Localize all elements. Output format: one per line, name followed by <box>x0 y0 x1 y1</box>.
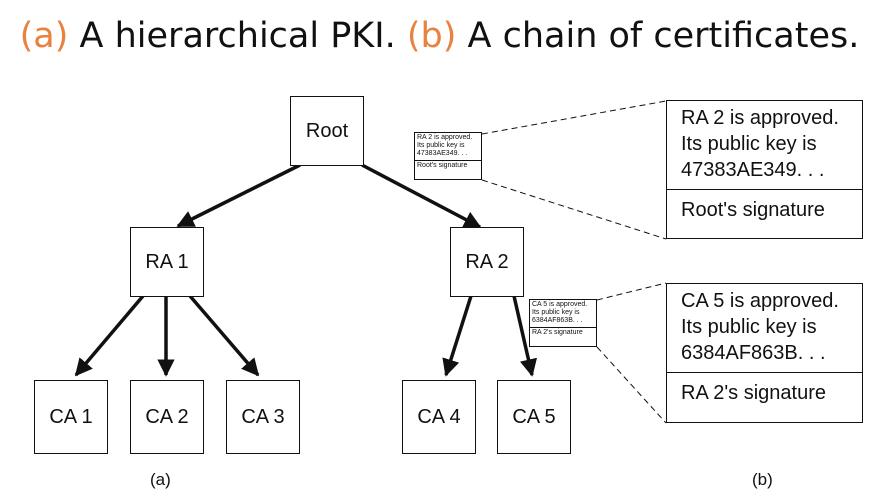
node-ra1: RA 1 <box>130 227 204 297</box>
edge-ra2-ca4 <box>442 295 473 377</box>
cert-signature: Root's signature <box>681 199 825 221</box>
node-ca2: CA 2 <box>130 380 204 454</box>
cert-line: Its public key is <box>681 316 817 338</box>
title-text-b: A chain of certificates. <box>467 16 860 56</box>
cert-line: 47383AE349. . . <box>681 159 825 181</box>
cert-signature: RA 2's signature <box>681 382 827 404</box>
edge-root-ra1 <box>176 163 301 228</box>
zoom-line-2-bottom <box>596 346 667 424</box>
certificate-ra2: CA 5 is approved. Its public key is 6384… <box>666 283 863 423</box>
certificate-root: RA 2 is approved. Its public key is 4738… <box>666 100 863 239</box>
edge-ra2-ca5 <box>512 295 538 377</box>
small-cert-line: RA 2 is approved. <box>417 134 473 141</box>
node-root: Root <box>290 96 364 166</box>
node-ca5: CA 5 <box>497 380 571 454</box>
edge-ra1-ca1 <box>74 294 145 377</box>
zoom-line-1-top <box>481 100 667 135</box>
node-ca4: CA 4 <box>402 380 476 454</box>
small-certificate-ra2: CA 5 is approved. Its public key is 6384… <box>529 299 597 347</box>
small-cert-line: 6384AF863B. . . <box>532 317 583 324</box>
cert-line: Its public key is <box>681 133 817 155</box>
node-ca1: CA 1 <box>34 380 108 454</box>
caption-a: (a) <box>150 470 171 489</box>
slide-title: (a) A hierarchical PKI. (b) A chain of c… <box>0 16 879 56</box>
zoom-line-2-top <box>596 282 667 301</box>
caption-b: (b) <box>752 470 773 489</box>
edge-root-ra2 <box>361 163 482 229</box>
small-cert-signature: RA 2's signature <box>532 329 583 336</box>
node-ca3: CA 3 <box>226 380 300 454</box>
title-tag-a: (a) <box>19 16 69 56</box>
cert-line: 6384AF863B. . . <box>681 342 826 364</box>
small-cert-line: 47383AE349. . . <box>417 150 468 157</box>
node-ra2: RA 2 <box>450 227 524 297</box>
zoom-line-1-bottom <box>481 179 667 240</box>
small-certificate-root: RA 2 is approved. Its public key is 4738… <box>414 132 482 180</box>
cert-line: RA 2 is approved. <box>681 107 839 129</box>
small-cert-line: Its public key is <box>532 309 580 316</box>
title-tag-b: (b) <box>406 16 457 56</box>
small-cert-line: Its public key is <box>417 142 465 149</box>
cert-line: CA 5 is approved. <box>681 290 839 312</box>
title-text-a: A hierarchical PKI. <box>79 16 396 56</box>
edge-ra1-ca3 <box>188 294 260 377</box>
small-cert-signature: Root's signature <box>417 162 468 169</box>
small-cert-line: CA 5 is approved. <box>532 301 588 308</box>
